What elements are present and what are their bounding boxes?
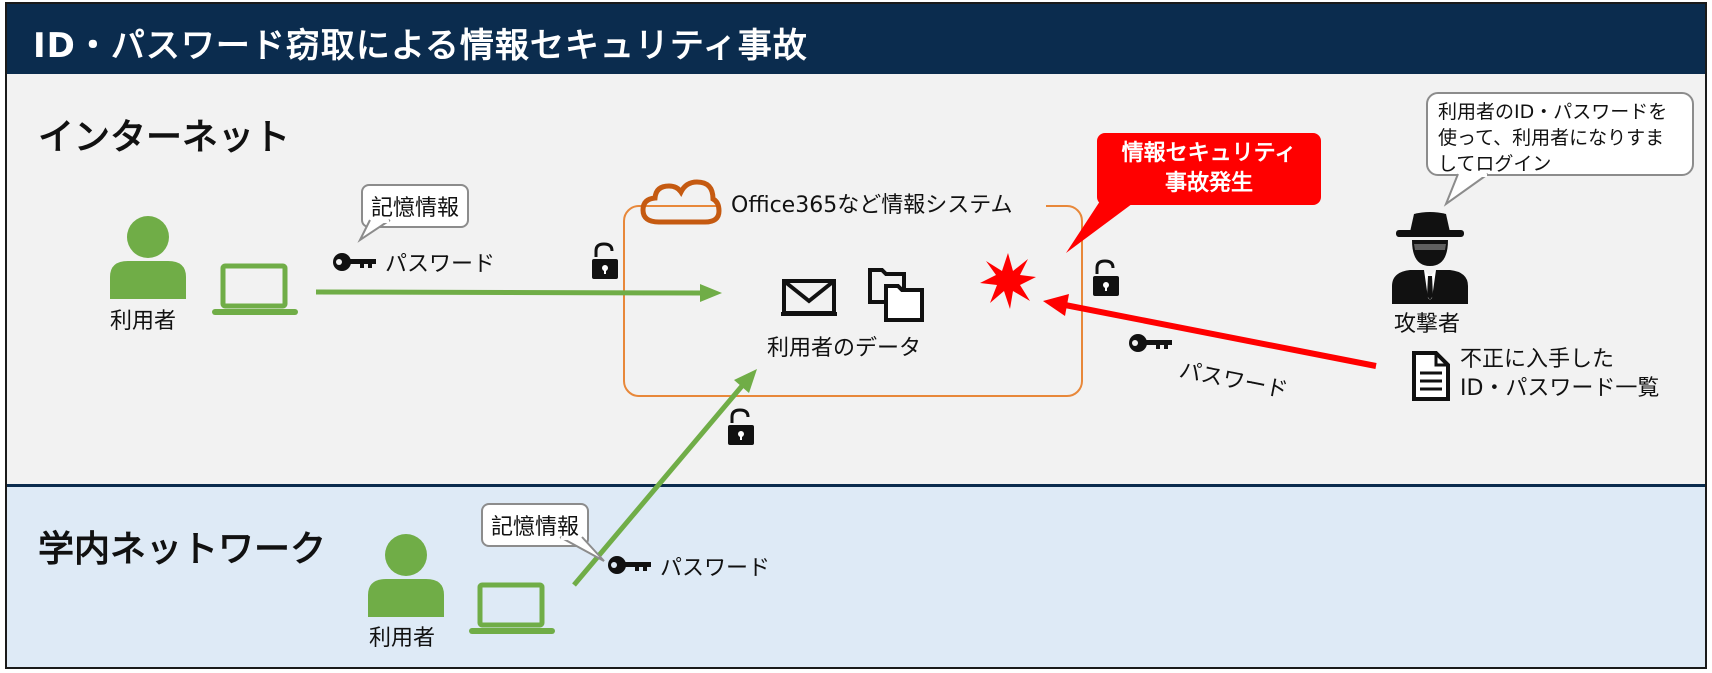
attacker-speech-bubble: 利用者のID・パスワードを 使って、利用者になりすま してログイン (1426, 92, 1694, 176)
user-data-label: 利用者のデータ (767, 336, 922, 361)
cloud-icon (640, 179, 722, 225)
internet-zone-label: インターネット (38, 117, 291, 158)
internet-password-label: パスワード (385, 252, 496, 277)
folders-icon (868, 268, 924, 322)
attacker-speech-line2: 使って、利用者になりすま (1438, 127, 1665, 149)
campus-password-label: パスワード (660, 556, 771, 581)
campus-user-access-arrow (572, 369, 757, 587)
campus-password-key-icon (608, 556, 651, 574)
campus-user-laptop-icon (469, 582, 555, 634)
stolen-list-line2: ID・パスワード一覧 (1460, 376, 1660, 401)
campus-zone (7, 487, 1705, 667)
zone-divider (7, 484, 1705, 487)
attacker-speech-bubble-tail (1443, 173, 1489, 207)
campus-memory-callout-tail (559, 536, 605, 562)
campus-user-label: 利用者 (369, 626, 436, 651)
campus-user-person-icon (368, 534, 444, 617)
attacker-password-key-icon (1129, 334, 1172, 352)
incident-callout-pointer (1066, 195, 1144, 253)
internet-user-label: 利用者 (110, 309, 177, 334)
incident-callout: 情報セキュリティ 事故発生 (1097, 133, 1321, 205)
campus-zone-label: 学内ネットワーク (38, 529, 327, 570)
internet-user-laptop-icon (212, 263, 298, 315)
internet-password-key-icon (333, 253, 376, 271)
internet-user-access-arrow (315, 284, 722, 302)
system-label: Office365など情報システム (731, 193, 1013, 218)
incident-callout-line2: 事故発生 (1164, 171, 1253, 196)
stolen-list-document-icon (1412, 351, 1450, 401)
diagram-title: ID・パスワード窃取による情報セキュリティ事故 (33, 26, 808, 66)
internet-unlocked-padlock-icon (592, 242, 618, 279)
attacker-login-arrow (1043, 294, 1377, 369)
internet-user-person-icon (110, 216, 186, 299)
internet-memory-callout-tail (357, 219, 391, 243)
attacker-speech-line3: してログイン (1438, 153, 1552, 175)
stolen-list-line1: 不正に入手した (1460, 347, 1615, 372)
attacker-side-unlocked-padlock-icon (1093, 259, 1119, 296)
incident-callout-line1: 情報セキュリティ (1121, 141, 1297, 166)
campus-unlocked-padlock-icon (728, 408, 754, 445)
breach-burst-icon (980, 253, 1036, 309)
mail-envelope-icon (781, 279, 837, 316)
title-bar: ID・パスワード窃取による情報セキュリティ事故 (7, 4, 1705, 74)
system-label-background (720, 186, 1046, 216)
campus-user-memory-callout: 記憶情報 (481, 503, 590, 547)
attacker-speech-line1: 利用者のID・パスワードを (1438, 101, 1668, 123)
attacker-hacker-icon (1392, 212, 1468, 304)
stolen-list-label: 不正に入手した ID・パスワード一覧 (1460, 345, 1659, 403)
attacker-label: 攻撃者 (1394, 312, 1461, 337)
